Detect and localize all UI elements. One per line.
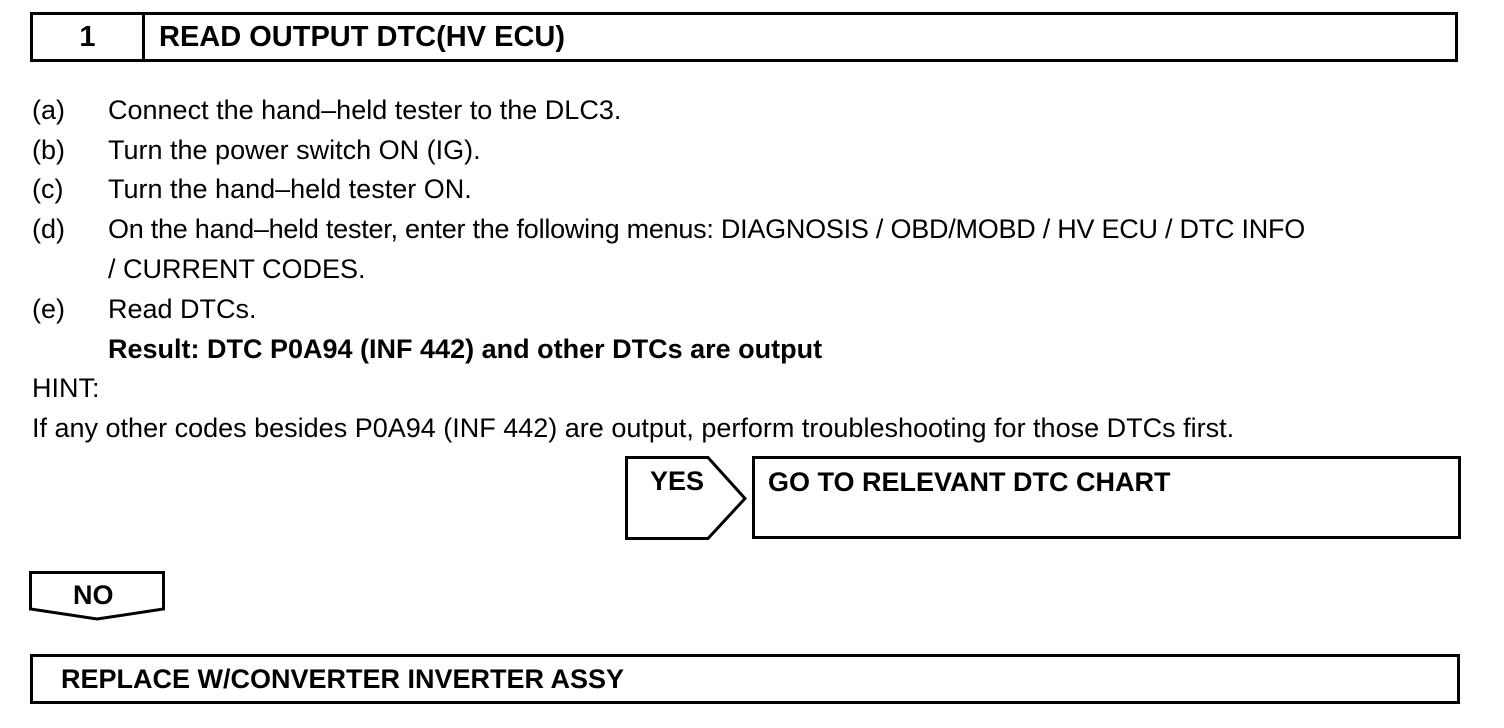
hint-label: HINT: [32,373,100,403]
no-action-box: REPLACE W/CONVERTER INVERTER ASSY [30,654,1460,704]
yes-action-text: GO TO RELEVANT DTC CHART [768,467,1171,497]
step-text-a: Connect the hand–held tester to the DLC3… [108,95,622,125]
result-text: Result: DTC P0A94 (INF 442) and other DT… [108,334,823,364]
step-label-c: (c) [32,174,64,204]
step-text-c: Turn the hand–held tester ON. [108,174,472,204]
step-text-d: On the hand–held tester, enter the follo… [108,214,1305,244]
step-label-e: (e) [32,294,65,324]
step-label-d: (d) [32,214,65,244]
step-text-d-continued: / CURRENT CODES. [108,254,366,284]
step-label-a: (a) [32,95,65,125]
no-action-text: REPLACE W/CONVERTER INVERTER ASSY [61,663,625,694]
step-number: 1 [33,15,145,59]
yes-action-box: GO TO RELEVANT DTC CHART [752,456,1461,539]
no-arrow-icon [29,571,165,621]
hint-text: If any other codes besides P0A94 (INF 44… [32,413,1235,443]
step-text-e: Read DTCs. [108,294,257,324]
yes-arrow-icon [625,456,748,540]
yes-label: YES [650,466,705,496]
step-text-b: Turn the power switch ON (IG). [108,135,481,165]
step-header: 1 READ OUTPUT DTC(HV ECU) [30,12,1458,62]
step-label-b: (b) [32,135,65,165]
no-label: NO [73,580,114,610]
step-title: READ OUTPUT DTC(HV ECU) [159,20,565,53]
